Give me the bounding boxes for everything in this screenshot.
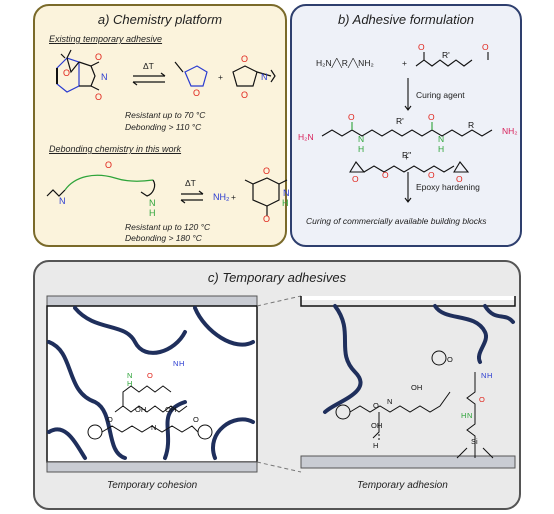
atom-h-r1: H: [487, 371, 492, 380]
atom-o-8: O: [105, 160, 112, 170]
atom-n-c1: N: [127, 371, 132, 380]
temporary-adhesives-illustration: N H N H O OH OH N O O: [46, 295, 516, 473]
plus-1: +: [218, 72, 223, 82]
atom-o-furan: O: [193, 88, 200, 98]
atom-o-r3: O: [447, 355, 453, 364]
curing-agent-label: Curing agent: [416, 90, 465, 100]
atom-r2: R'': [402, 150, 412, 160]
atom-o-epox1: O: [352, 174, 359, 184]
atom-o-epox2: O: [456, 174, 463, 184]
zoom-lines: [256, 295, 302, 473]
atom-o-c3: O: [193, 415, 199, 424]
crosslinker-left: [87, 385, 213, 440]
atom-r1-top: R': [442, 50, 450, 60]
debonding-180: Debonding > 180 °C: [125, 233, 202, 243]
atom-n-amide: N: [149, 198, 156, 208]
panel-b-title: b) Adhesive formulation: [337, 12, 475, 27]
atom-n-r3: N: [387, 397, 392, 406]
panel-chemistry-platform: a) Chemistry platform Existing temporary…: [33, 4, 290, 247]
plus-b2: +: [404, 152, 409, 162]
atom-o-b4: O: [428, 112, 435, 122]
resistant-70: Resistant up to 70 °C: [125, 110, 206, 120]
substrate-right: [300, 455, 516, 469]
atom-o-r1: O: [479, 395, 485, 404]
panel-adhesive-formulation: b) Adhesive formulation H₂N╱╲R╱╲NH₂ + R'…: [290, 4, 522, 247]
amine-formula: H₂N╱╲R╱╲NH₂: [316, 58, 374, 68]
atom-o-c2: O: [107, 415, 113, 424]
atom-n-4: N: [59, 196, 66, 206]
panel-c-title: c) Temporary adhesives: [207, 270, 347, 285]
atom-o-b6: O: [428, 170, 435, 180]
atom-o-3: O: [63, 68, 70, 78]
atom-o-c1: O: [147, 371, 153, 380]
atom-o-b3: O: [348, 112, 355, 122]
panel-temporary-adhesives: c) Temporary adhesives N H N H O OH: [33, 260, 521, 510]
top-substrate-left: [46, 295, 258, 307]
atom-o-r2: O: [373, 401, 379, 410]
polymer-chains-right: [323, 304, 515, 414]
debonding-chemistry-heading: Debonding chemistry in this work: [49, 144, 182, 154]
atom-h-imide: H: [282, 198, 289, 208]
atom-h-b2: H: [438, 144, 444, 154]
atom-o-b1: O: [418, 42, 425, 52]
atom-n-3: N: [283, 188, 290, 198]
atom-o-b5: O: [382, 170, 389, 180]
atom-si: Si: [471, 437, 478, 446]
atom-n-r2: N: [467, 411, 472, 420]
atom-h-b1: H: [358, 144, 364, 154]
atom-o-4: O: [241, 54, 248, 64]
diels-alder-scheme: O O O O O O O O O N N NH₂ N N N H H: [46, 49, 290, 224]
atom-oh-r2: OH: [371, 421, 382, 430]
atom-h-c2: H: [179, 359, 184, 368]
debonding-110: Debonding > 110 °C: [125, 122, 202, 132]
atom-n-b2: N: [438, 134, 444, 144]
atom-o-6: O: [263, 166, 270, 176]
dt-label-2: ΔT: [185, 178, 196, 188]
atom-o-1: O: [95, 52, 102, 62]
panel-a-title: a) Chemistry platform: [97, 12, 223, 27]
plus-2: +: [231, 192, 236, 202]
atom-n-2: N: [261, 72, 268, 82]
formulation-footer: Curing of commercially available buildin…: [306, 216, 487, 226]
molecule-right: [335, 350, 494, 459]
atom-oh-c2: OH: [165, 405, 176, 414]
atom-n-1: N: [101, 72, 108, 82]
atom-h-amide: H: [149, 208, 156, 218]
atom-oh-c1: OH: [135, 405, 146, 414]
atom-h2n: H₂N: [298, 132, 314, 142]
existing-adhesive-heading: Existing temporary adhesive: [49, 34, 163, 44]
atom-h-c1: H: [127, 379, 132, 388]
atom-n-c3: N: [151, 423, 156, 432]
plus-b1: +: [402, 58, 407, 68]
atom-n-c2: N: [173, 359, 178, 368]
dt-label-1: ΔT: [143, 61, 154, 71]
atom-nh2-b: NH₂: [502, 126, 518, 136]
atom-oh-r1: OH: [411, 383, 422, 392]
atom-r1-mid: R': [396, 116, 404, 126]
atom-o-2: O: [95, 92, 102, 102]
atom-h-r3: H: [373, 441, 378, 450]
atom-n-b1: N: [358, 134, 364, 144]
epoxy-hardening-label: Epoxy hardening: [416, 182, 480, 192]
atom-o-5: O: [241, 90, 248, 100]
atom-nh2: NH₂: [213, 192, 230, 202]
top-edge-right: [301, 296, 515, 300]
atom-o-b2: O: [482, 42, 489, 52]
resistant-120: Resistant up to 120 °C: [125, 222, 211, 232]
atom-o-7: O: [263, 214, 270, 224]
bottom-substrate-left: [46, 461, 258, 473]
adhesion-caption: Temporary adhesion: [357, 480, 448, 491]
cohesion-caption: Temporary cohesion: [107, 480, 198, 491]
atom-h-r2: H: [461, 411, 466, 420]
polymer-chains-left: [47, 306, 255, 460]
formulation-scheme: R' O O H₂N NH₂ N H N H O O R' R O O O O …: [298, 42, 518, 203]
atom-n-r1: N: [481, 371, 486, 380]
atom-r-mid: R: [468, 120, 474, 130]
cohesion-box: [46, 305, 258, 463]
